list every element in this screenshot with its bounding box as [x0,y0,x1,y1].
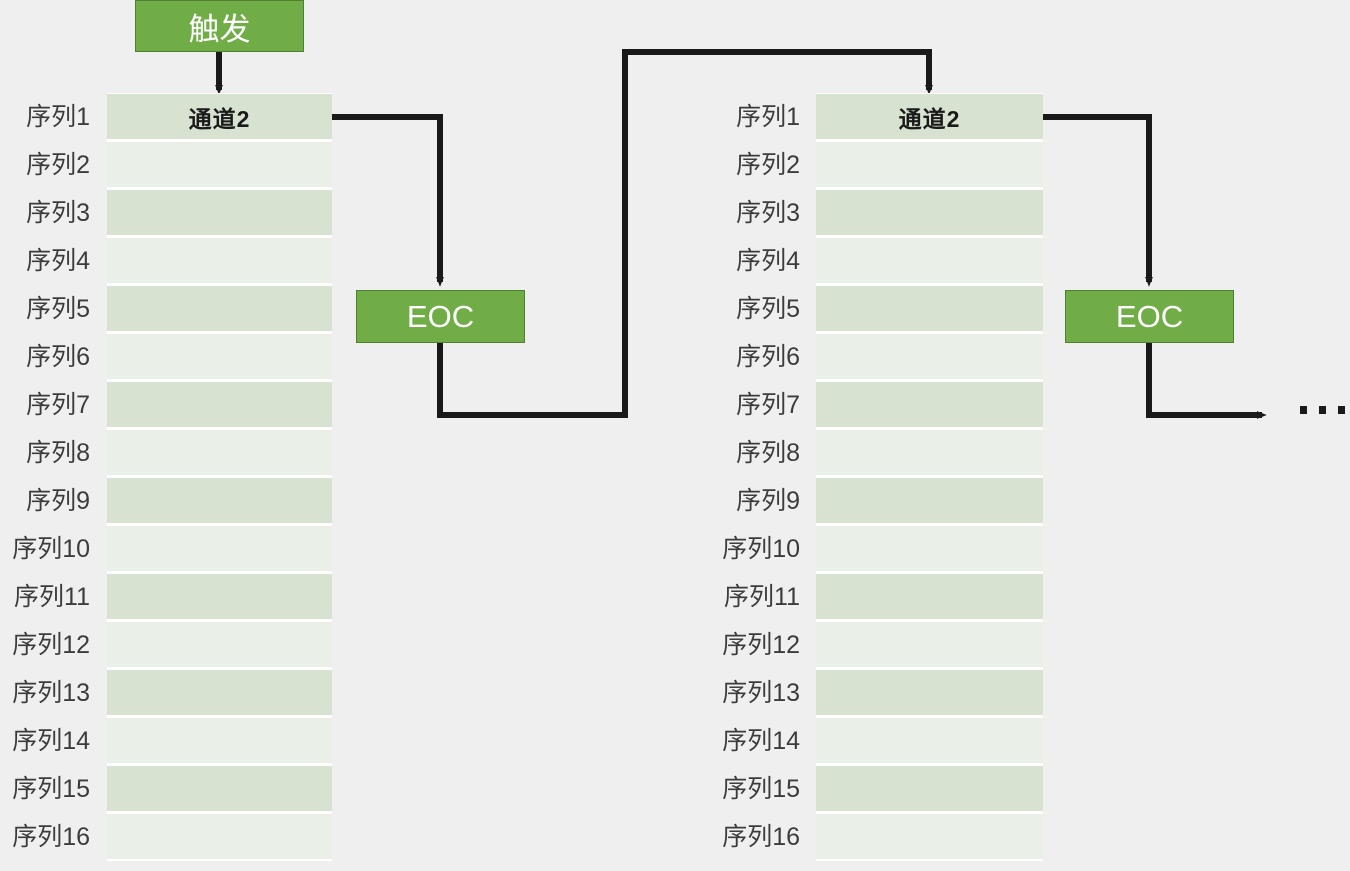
sequence-row[interactable] [107,670,332,715]
group1-label-column: 序列1 序列2 序列3 序列4 序列5 序列6 序列7 序列8 序列9 序列10… [0,93,90,861]
sequence-label: 序列16 [12,823,90,851]
sequence-row[interactable] [816,766,1043,811]
eoc-box-1[interactable]: EOC [356,290,525,343]
sequence-label: 序列3 [736,199,800,227]
ellipsis-dot [1319,406,1326,414]
sequence-row[interactable] [107,334,332,379]
channel-header-label: 通道2 [188,105,251,132]
sequence-label: 序列11 [14,583,90,611]
sequence-label: 序列12 [722,631,800,659]
sequence-label: 序列11 [724,583,800,611]
sequence-label: 序列13 [12,679,90,707]
sequence-row[interactable] [816,238,1043,283]
sequence-label: 序列14 [12,727,90,755]
sequence-label: 序列7 [736,391,800,419]
wire-group2-to-eoc2 [1043,114,1153,287]
sequence-label: 序列8 [26,439,90,467]
sequence-row[interactable] [816,382,1043,427]
ellipsis-dot [1300,406,1307,414]
sequence-row[interactable] [816,526,1043,571]
sequence-row[interactable] [816,814,1043,859]
sequence-row[interactable] [107,814,332,859]
sequence-label: 序列4 [26,247,90,275]
sequence-row[interactable] [107,286,332,331]
sequence-label: 序列13 [722,679,800,707]
channel-header-label: 通道2 [898,105,961,132]
sequence-row[interactable] [107,430,332,475]
wire-eoc2-to-continuation [1146,343,1267,419]
sequence-label: 序列2 [736,151,800,179]
trigger-box-label: 触发 [188,11,251,47]
sequence-row-header[interactable]: 通道2 [107,94,332,139]
sequence-label: 序列3 [26,199,90,227]
sequence-row[interactable] [816,142,1043,187]
sequence-label: 序列8 [736,439,800,467]
sequence-row[interactable] [816,622,1043,667]
sequence-row[interactable] [107,766,332,811]
sequence-label: 序列5 [26,295,90,323]
sequence-row[interactable] [816,670,1043,715]
sequence-row[interactable] [107,718,332,763]
sequence-label: 序列15 [722,775,800,803]
sequence-label: 序列1 [26,103,90,131]
sequence-row-header[interactable]: 通道2 [816,94,1043,139]
group2-sequence-table: 通道2 [816,93,1043,861]
sequence-row[interactable] [816,334,1043,379]
sequence-label: 序列5 [736,295,800,323]
eoc-box-label: EOC [406,298,475,334]
sequence-row[interactable] [816,718,1043,763]
sequence-row[interactable] [107,238,332,283]
sequence-row[interactable] [816,190,1043,235]
sequence-label: 序列10 [12,535,90,563]
sequence-label: 序列10 [722,535,800,563]
sequence-row[interactable] [107,190,332,235]
sequence-row[interactable] [816,478,1043,523]
sequence-row[interactable] [816,574,1043,619]
trigger-box[interactable]: 触发 [135,0,304,52]
sequence-label: 序列16 [722,823,800,851]
sequence-row[interactable] [816,430,1043,475]
sequence-label: 序列15 [12,775,90,803]
group1-sequence-table: 通道2 [107,93,332,861]
sequence-label: 序列7 [26,391,90,419]
sequence-label: 序列9 [26,487,90,515]
sequence-label: 序列12 [12,631,90,659]
sequence-label: 序列4 [736,247,800,275]
sequence-row[interactable] [107,574,332,619]
sequence-label: 序列9 [736,487,800,515]
sequence-label: 序列2 [26,151,90,179]
eoc-box-label: EOC [1115,298,1184,334]
sequence-label: 序列14 [722,727,800,755]
sequence-row[interactable] [107,526,332,571]
group2-label-column: 序列1 序列2 序列3 序列4 序列5 序列6 序列7 序列8 序列9 序列10… [700,93,800,861]
ellipsis-dot [1338,406,1345,414]
sequence-label: 序列1 [736,103,800,131]
sequence-label: 序列6 [26,343,90,371]
continuation-ellipsis [1300,406,1345,414]
sequence-row[interactable] [816,286,1043,331]
sequence-label: 序列6 [736,343,800,371]
sequence-row[interactable] [107,478,332,523]
wire-group1-to-eoc1 [332,114,444,287]
sequence-row[interactable] [107,142,332,187]
eoc-box-2[interactable]: EOC [1065,290,1234,343]
sequence-row[interactable] [107,382,332,427]
sequence-row[interactable] [107,622,332,667]
